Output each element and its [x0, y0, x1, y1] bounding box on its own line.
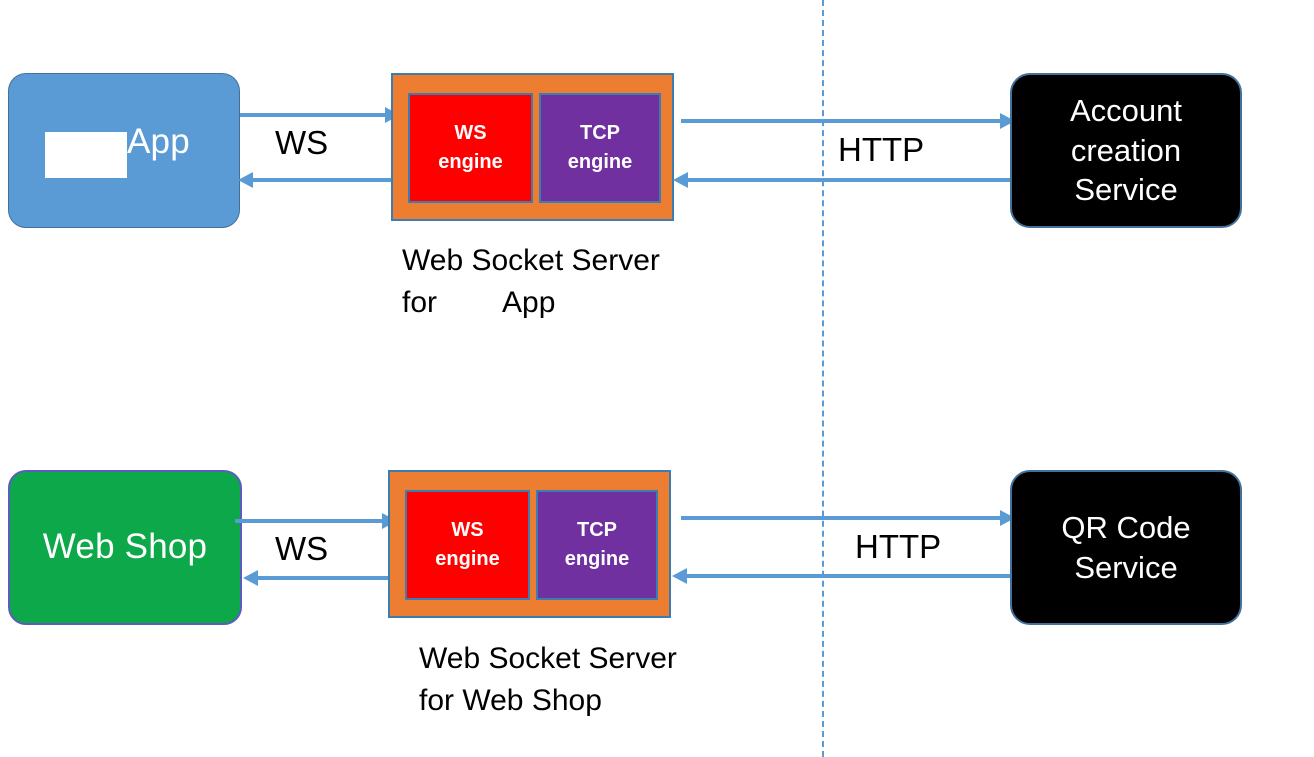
- server-caption-shop-line1: Web Socket Server: [419, 642, 677, 675]
- client-app-label: App: [127, 122, 190, 161]
- tcp-engine-label-line2: engine: [564, 548, 630, 570]
- http-arrow-forward-line-shop: [681, 516, 1007, 520]
- http-link-label-shop: HTTP: [855, 528, 942, 565]
- tcp-engine-box-shop[interactable]: TCP engine: [536, 490, 658, 600]
- service-label-line1: Account: [1069, 92, 1182, 128]
- server-caption-app-line2: for App: [402, 286, 556, 319]
- tcp-engine-box-app[interactable]: TCP engine: [539, 93, 661, 203]
- service-box-account-creation[interactable]: Account creation Service: [1010, 73, 1242, 228]
- ws-arrow-return-head-app: [238, 172, 253, 188]
- ws-arrow-return-line-shop: [252, 576, 388, 580]
- redacted-brand-block: [45, 132, 127, 178]
- ws-link-label-shop: WS: [275, 530, 329, 567]
- ws-arrow-forward-line-app: [240, 113, 390, 117]
- client-box-app[interactable]: App: [8, 73, 240, 228]
- ws-link-label-app: WS: [275, 124, 329, 161]
- http-arrow-forward-line-app: [681, 119, 1007, 123]
- tcp-engine-label-line1: TCP: [580, 122, 620, 144]
- service-label-line2: creation: [1070, 132, 1182, 168]
- ws-arrow-return-head-shop: [243, 570, 258, 586]
- http-arrow-return-line-app: [682, 178, 1010, 182]
- http-arrow-return-head-shop: [672, 568, 687, 584]
- ws-engine-box-app[interactable]: WS engine: [408, 93, 533, 203]
- websocket-server-app[interactable]: WS engine TCP engine: [391, 73, 674, 221]
- ws-engine-label-line2: engine: [438, 151, 503, 173]
- server-caption-shop-line2: for Web Shop: [419, 684, 602, 717]
- trust-boundary-divider: [822, 0, 824, 757]
- ws-engine-label-line1: WS: [451, 519, 484, 541]
- websocket-server-web-shop[interactable]: WS engine TCP engine: [388, 470, 671, 618]
- http-link-label-app: HTTP: [838, 131, 925, 168]
- service-label-line3: Service: [1074, 172, 1178, 208]
- http-arrow-return-line-shop: [681, 574, 1010, 578]
- ws-arrow-return-line-app: [246, 178, 392, 182]
- tcp-engine-label-line1: TCP: [577, 519, 617, 541]
- tcp-engine-label-line2: engine: [567, 151, 633, 173]
- service-box-qr-code[interactable]: QR Code Service: [1010, 470, 1242, 625]
- client-box-web-shop[interactable]: Web Shop: [8, 470, 242, 625]
- http-arrow-return-head-app: [673, 172, 688, 188]
- server-caption-app-line1: Web Socket Server: [402, 244, 660, 277]
- ws-engine-label-line2: engine: [435, 548, 500, 570]
- ws-engine-box-shop[interactable]: WS engine: [405, 490, 530, 600]
- service-label-line1: QR Code: [1061, 509, 1191, 545]
- ws-engine-label-line1: WS: [454, 122, 487, 144]
- client-shop-label: Web Shop: [42, 527, 208, 567]
- ws-arrow-forward-line-shop: [235, 519, 387, 523]
- service-label-line2: Service: [1074, 549, 1178, 585]
